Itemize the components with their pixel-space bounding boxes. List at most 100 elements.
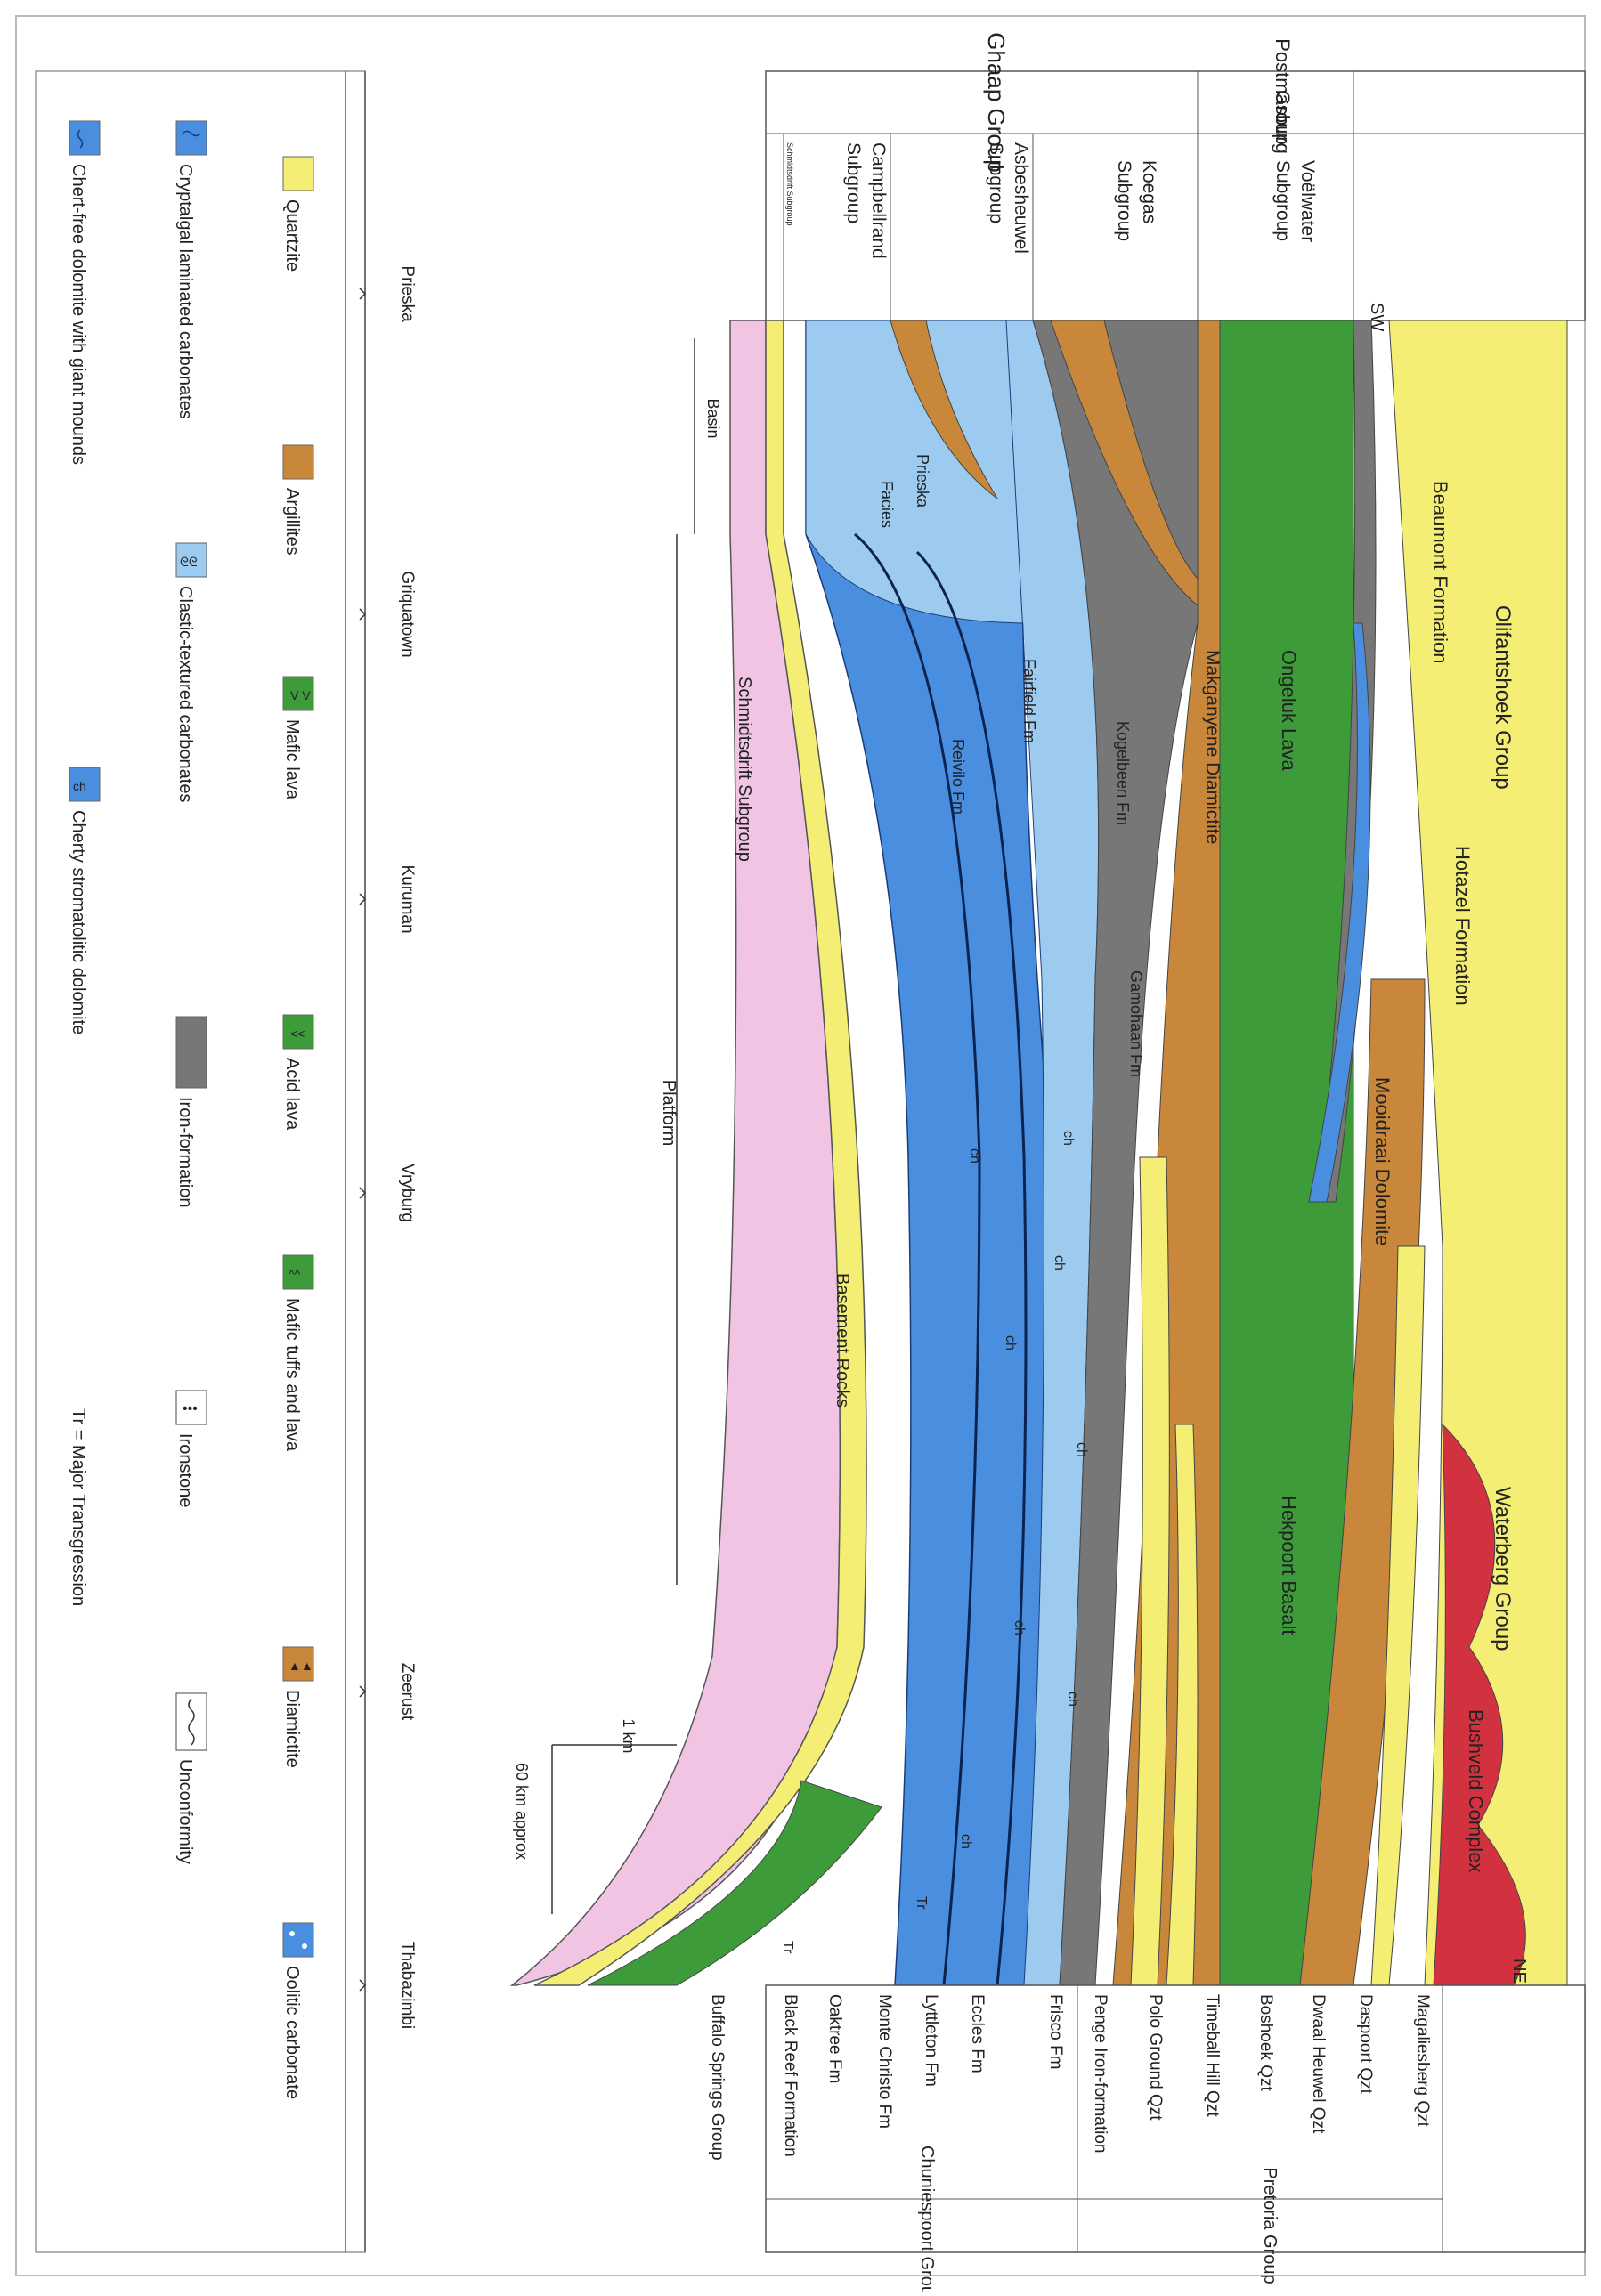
east-unit-label: Frisco Fm [1046, 1994, 1065, 2069]
makganyene-label: Makganyene Diamictite [1202, 650, 1223, 844]
legend-item-unconformity: Unconformity [175, 1692, 207, 1864]
cryptalgal-swatch [175, 120, 207, 156]
town-label: Vryburg [398, 1164, 417, 1222]
schmidtsdrift-subgroup-label: Schmidtsdrift Subgroup [785, 142, 794, 226]
caret-mark: << [290, 1026, 305, 1041]
clast-mark: ᘓᘓ [180, 555, 198, 569]
legend-item-ironstone: ••• Ironstone [175, 1390, 207, 1507]
town-tick [359, 1187, 367, 1199]
east-unit-label: Magaliesberg Qzt [1413, 1994, 1432, 2128]
asbesheuwel-label: Asbesheuwel [1011, 142, 1031, 254]
hotazel-iron [1317, 320, 1377, 1203]
kogelbeen-label: Kogelbeen Fm [1114, 721, 1132, 825]
voelwater-label: Subgroup [1272, 160, 1293, 241]
chuniespoort-group-label: Chuniespoort Group [917, 2146, 937, 2292]
ch-mark: ch [1061, 1131, 1076, 1146]
legend-item-iron-formation: Iron-formation [175, 1016, 207, 1208]
town-tick [359, 608, 367, 621]
ch-mark: ch [1003, 1335, 1018, 1351]
koegas-label: Koegas [1139, 160, 1159, 223]
town-label: Griquatown [398, 571, 417, 657]
oolite-dot [302, 1943, 307, 1949]
legend-label: Acid lava [282, 1058, 302, 1131]
mooidraai-label: Mooidraai Dolomite [1371, 1077, 1394, 1246]
pretoria-group-label: Pretoria Group [1260, 2167, 1280, 2284]
east-unit-label: Polo Ground Qzt [1146, 1994, 1165, 2121]
wavy-line-mark [188, 1698, 195, 1746]
reivilo-boundary [854, 532, 981, 1986]
legend-item-acid-lava: << Acid lava [282, 1014, 314, 1131]
town-tick [359, 288, 367, 300]
ongeluk-label: Ongeluk Lava [1278, 650, 1300, 772]
voelwater-label: Voëlwater [1297, 160, 1318, 242]
ch-mark: ch [1065, 1692, 1080, 1707]
basin-label: Basin [704, 398, 722, 438]
schmidtsdrift-lava [587, 1780, 882, 1986]
legend-label: Mafic lava [282, 719, 302, 800]
legend-label: Cherty stromatolitic dolomite [69, 810, 88, 1034]
olifantshoek-group [1371, 320, 1568, 1986]
east-unit-label: Oaktree Fm [825, 1994, 844, 2083]
hotazel-label: Hotazel Formation [1451, 846, 1474, 1006]
town-label: Thabazimbi [398, 1942, 417, 2029]
diamictite-swatch [282, 1646, 314, 1682]
east-unit-label: Dwaal Heuwel Qzt [1309, 1994, 1328, 2134]
east-unit-label: Penge Iron-formation [1091, 1994, 1109, 2154]
ch-mark: ch [1012, 1620, 1027, 1635]
east-unit-label: Eccles Fm [968, 1994, 987, 2073]
tr-mark: Tr [914, 1896, 929, 1910]
prieska-facies-label: Prieska [914, 454, 931, 508]
legend-label: Chert-free dolomite with giant mounds [69, 164, 88, 465]
mafic-lava-swatch [282, 676, 314, 711]
iron-formation-swatch [175, 1016, 207, 1089]
schmidtsdrift-quartzite [533, 320, 867, 1986]
ne-label: NE [1509, 1959, 1529, 1984]
legend-item-clastic: ᘓᘓ Clastic-textured carbonates [175, 542, 207, 802]
olifantshoek-label: Olifantshoek Group [1491, 605, 1515, 790]
platform-label: Platform [659, 1080, 679, 1146]
legend-item-mafic-tuffs: ^^ Mafic tuffs and lava [282, 1254, 314, 1452]
fairfield-label: Fairfield Fm [1020, 659, 1038, 743]
east-unit-label: Boshoek Qzt [1256, 1994, 1275, 2091]
sw-label: SW [1367, 303, 1386, 331]
east-unit-label: Daspoort Qzt [1356, 1994, 1375, 2095]
v-mark: V V [290, 688, 311, 702]
mound-mark [77, 129, 84, 149]
legend-item-oolitic: Oolitic carbonate [282, 1922, 314, 2099]
town-tick [359, 1979, 367, 1992]
iron-formation [1032, 320, 1199, 1986]
legend-item-cryptalgal: Cryptalgal laminated carbonates [175, 120, 207, 419]
east-unit-label: Buffalo Springs Group [708, 1994, 727, 2161]
legend-label: Mafic tuffs and lava [282, 1298, 302, 1452]
tr-mark: Tr [780, 1941, 795, 1954]
gamohaan-label: Gamohaan Fm [1127, 970, 1145, 1077]
ch-mark: ch [73, 779, 86, 793]
legend-label: Oolitic carbonate [282, 1966, 302, 2099]
bushveld-complex [1433, 1423, 1526, 1986]
scale-bar [551, 1744, 677, 1914]
legend-label: Diamictite [282, 1690, 302, 1768]
laminae-mark [182, 130, 201, 137]
legend-item-mafic-lava: V V Mafic lava [282, 676, 314, 800]
campbellrand-label: Campbellrand [868, 142, 889, 259]
town-label: Kuruman [398, 864, 417, 933]
legend-label: Argillites [282, 488, 302, 556]
east-unit-label: Monte Christo Fm [875, 1994, 894, 2129]
hekpoort-label: Hekpoort Basalt [1278, 1496, 1300, 1635]
oolitic-swatch [282, 1922, 314, 1958]
bushveld-label: Bushveld Complex [1465, 1709, 1487, 1872]
mafic-tuff-swatch [282, 1254, 314, 1290]
legend: Quartzite Argillites V V Mafic lava << A… [35, 70, 366, 2253]
legend-label: Ironstone [175, 1433, 195, 1507]
schmidtsdrift-label: Schmidtsdrift Subgroup [735, 677, 754, 862]
asbesheuwel-label: Subgroup [986, 142, 1006, 223]
east-unit-label: Timeball Hill Qzt [1203, 1994, 1222, 2117]
clastic-carbonate-swatch [175, 542, 207, 578]
east-unit-label: Lyttleton Fm [922, 1994, 940, 2087]
reivilo-label: Reivilo Fm [949, 739, 967, 815]
postmasburg-label: Postmasburg [1272, 38, 1294, 154]
postmasburg-label: Group [1272, 90, 1294, 144]
east-unit-label: Black Reef Formation [781, 1994, 800, 2157]
